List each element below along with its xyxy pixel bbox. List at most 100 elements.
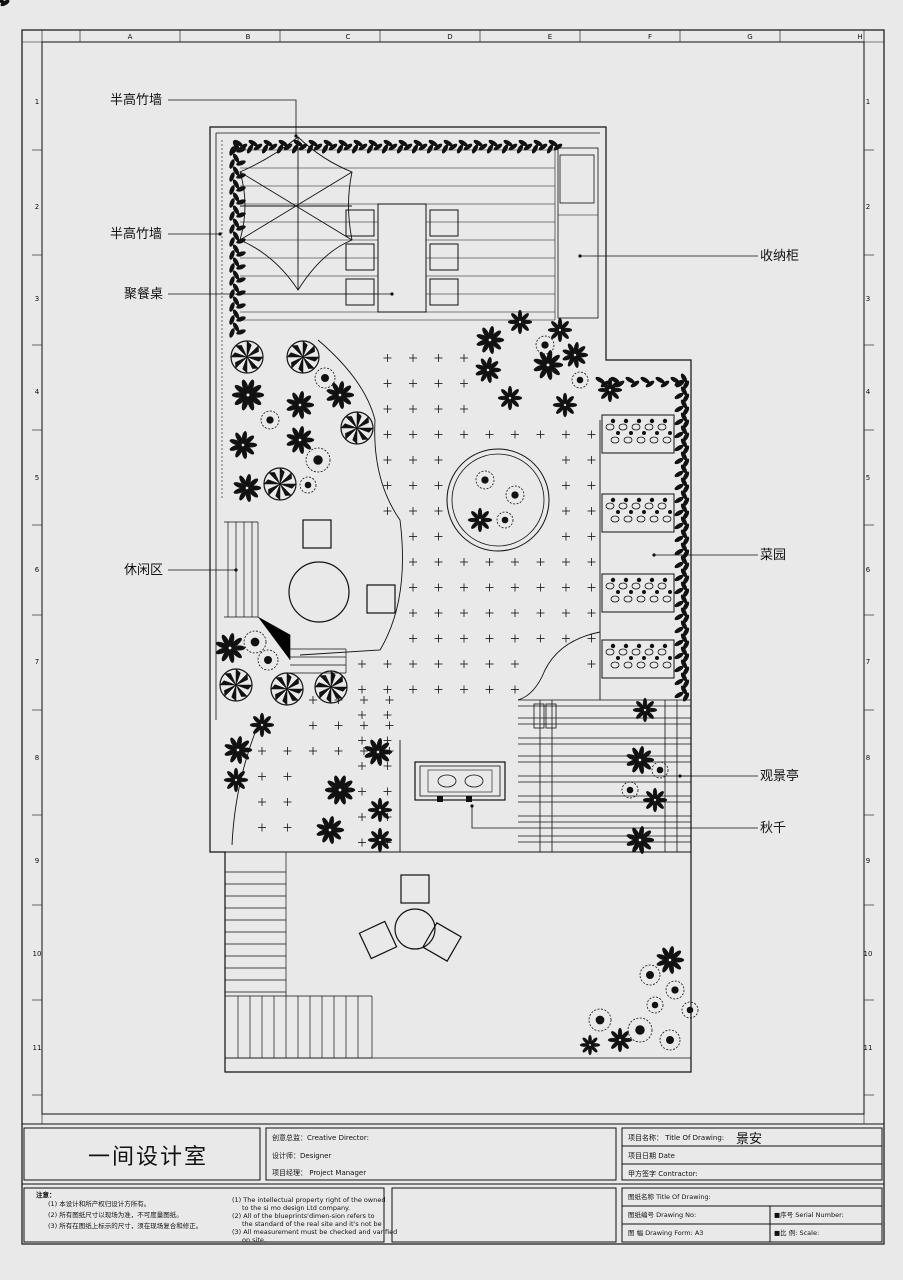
note-en: (2) All of the blueprints'dimen-sion ref… bbox=[232, 1212, 375, 1220]
pavilion bbox=[518, 699, 691, 852]
shrub-symbol bbox=[547, 317, 573, 343]
tree-symbol bbox=[270, 672, 304, 706]
flower-symbol bbox=[535, 335, 555, 355]
row-label: 3 bbox=[35, 295, 39, 303]
shrub-symbol bbox=[364, 738, 393, 766]
note-en: (1) The intellectual property right of t… bbox=[232, 1196, 386, 1204]
flower-symbol bbox=[646, 996, 664, 1014]
note-en: (3) All measurement must be checked and … bbox=[232, 1228, 398, 1236]
tree-symbol bbox=[230, 340, 264, 374]
note-cn: (2) 所有图纸尺寸以现场为准，不可度量图纸。 bbox=[48, 1211, 183, 1219]
flower-symbol bbox=[571, 371, 589, 389]
shrub-symbol bbox=[231, 379, 265, 411]
tree-symbol bbox=[340, 411, 374, 445]
row-label: 2 bbox=[866, 203, 870, 211]
lounge-deck bbox=[224, 521, 347, 674]
project-date: 项目日期 Date bbox=[628, 1152, 675, 1160]
shrub-symbol bbox=[642, 787, 668, 813]
row-label: 6 bbox=[35, 566, 40, 574]
flower-symbol bbox=[314, 367, 336, 389]
shrub-symbol bbox=[476, 326, 505, 354]
shrub-symbol bbox=[367, 827, 393, 853]
steps-left bbox=[225, 852, 287, 996]
bamboo-row-left bbox=[229, 140, 246, 338]
tree-symbol bbox=[314, 670, 348, 704]
shrub-symbol bbox=[626, 826, 655, 854]
flower-symbol bbox=[305, 447, 331, 473]
lounge-table bbox=[288, 561, 350, 623]
shrub-symbol bbox=[626, 746, 655, 774]
flower-symbol bbox=[243, 630, 267, 654]
col-label: E bbox=[548, 33, 552, 41]
shrub-symbol bbox=[316, 816, 345, 844]
tree-symbol bbox=[263, 467, 297, 501]
tree-symbol bbox=[219, 668, 253, 702]
paving-pattern bbox=[258, 354, 596, 847]
label-vegetable-garden: 菜园 bbox=[760, 548, 786, 563]
leader-dots bbox=[218, 134, 682, 808]
shrub-symbol bbox=[223, 767, 249, 793]
shrub-symbol bbox=[233, 474, 262, 502]
flower-symbol bbox=[639, 964, 661, 986]
shrub-symbol bbox=[475, 356, 502, 384]
row-label: 1 bbox=[35, 98, 39, 106]
dining-table bbox=[377, 203, 427, 313]
bamboo-wall bbox=[0, 0, 10, 7]
creative-director: 创意总监：Creative Director: bbox=[272, 1134, 369, 1142]
shrub-symbol bbox=[286, 391, 315, 419]
shrub-symbol bbox=[249, 712, 275, 738]
notes-title: 注意： bbox=[36, 1191, 56, 1199]
planter-ring bbox=[446, 448, 550, 552]
designer: 设计师：Designer bbox=[272, 1152, 332, 1160]
row-label: 6 bbox=[866, 566, 871, 574]
shrub-symbol bbox=[533, 350, 564, 380]
flower-symbol bbox=[260, 410, 280, 430]
drawing-title: 图纸名称 Title Of Drawing: bbox=[628, 1193, 711, 1201]
col-label: H bbox=[857, 33, 862, 41]
row-label: 4 bbox=[866, 388, 871, 396]
row-label: 9 bbox=[866, 857, 870, 865]
shrub-symbol bbox=[324, 775, 356, 805]
note-cn: (3) 所有在图纸上标示的尺寸，须在现场复合和修正。 bbox=[48, 1222, 203, 1230]
col-label: D bbox=[447, 33, 452, 41]
title-block bbox=[23, 1127, 883, 1243]
flower-symbol bbox=[505, 485, 525, 505]
row-label: 5 bbox=[35, 474, 39, 482]
flower-symbol bbox=[651, 761, 669, 779]
shrub-symbol bbox=[229, 431, 258, 459]
row-label: 2 bbox=[35, 203, 39, 211]
inner-frame bbox=[41, 41, 865, 1115]
flower-symbol bbox=[496, 511, 514, 529]
flower-symbol bbox=[299, 476, 317, 494]
tree-symbol bbox=[286, 340, 320, 374]
label-lounge: 休闲区 bbox=[124, 563, 163, 578]
shrub-symbol bbox=[326, 381, 355, 409]
col-label: G bbox=[747, 33, 752, 41]
flower-symbol bbox=[665, 980, 685, 1000]
note-en: the standard of the real site and it's n… bbox=[242, 1220, 382, 1228]
label-pavilion: 观景亭 bbox=[760, 768, 799, 784]
bamboo-row-right bbox=[595, 373, 690, 702]
flower-symbol bbox=[257, 649, 279, 671]
lounge-chair bbox=[302, 519, 332, 549]
row-label: 7 bbox=[866, 658, 870, 666]
flower-symbol bbox=[627, 1017, 653, 1043]
client-sign: 甲方签字 Contractor: bbox=[628, 1170, 698, 1178]
row-label: 5 bbox=[866, 474, 870, 482]
label-dining-table: 聚餐桌 bbox=[124, 286, 163, 302]
row-ticks bbox=[32, 149, 874, 1096]
shrub-symbol bbox=[579, 1034, 601, 1056]
flower-symbol bbox=[475, 470, 495, 490]
project-manager: 项目经理： Project Manager bbox=[272, 1169, 367, 1177]
outer-frame bbox=[21, 29, 885, 1245]
row-label: 11 bbox=[33, 1044, 42, 1052]
shrub-symbol bbox=[562, 341, 589, 369]
col-label: B bbox=[246, 33, 251, 41]
sink bbox=[559, 154, 595, 204]
vegetable-beds bbox=[601, 414, 675, 679]
dining-chairs bbox=[345, 209, 459, 306]
row-label: 3 bbox=[866, 295, 870, 303]
shrub-symbol bbox=[367, 797, 393, 823]
row-label: 10 bbox=[33, 950, 42, 958]
